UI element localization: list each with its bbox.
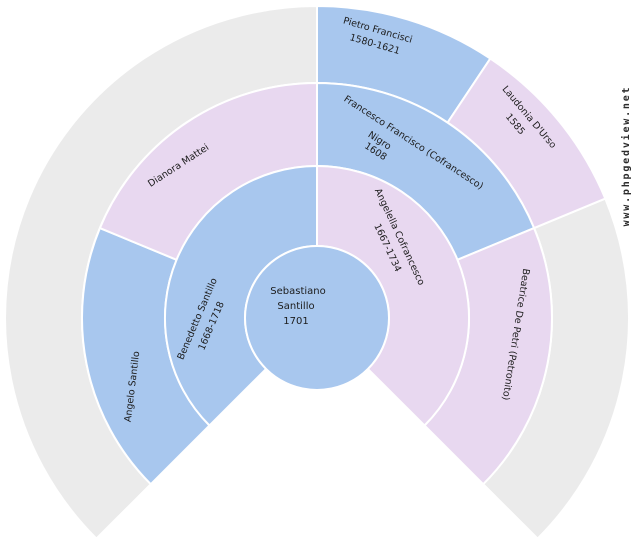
- root-dates: 1701: [283, 316, 308, 327]
- watermark-text: www.phpgedview.net: [620, 86, 632, 227]
- root-person-circle[interactable]: [244, 245, 390, 391]
- root-name-line1: Sebastiano: [270, 286, 325, 297]
- root-name-line2: Santillo: [277, 301, 314, 312]
